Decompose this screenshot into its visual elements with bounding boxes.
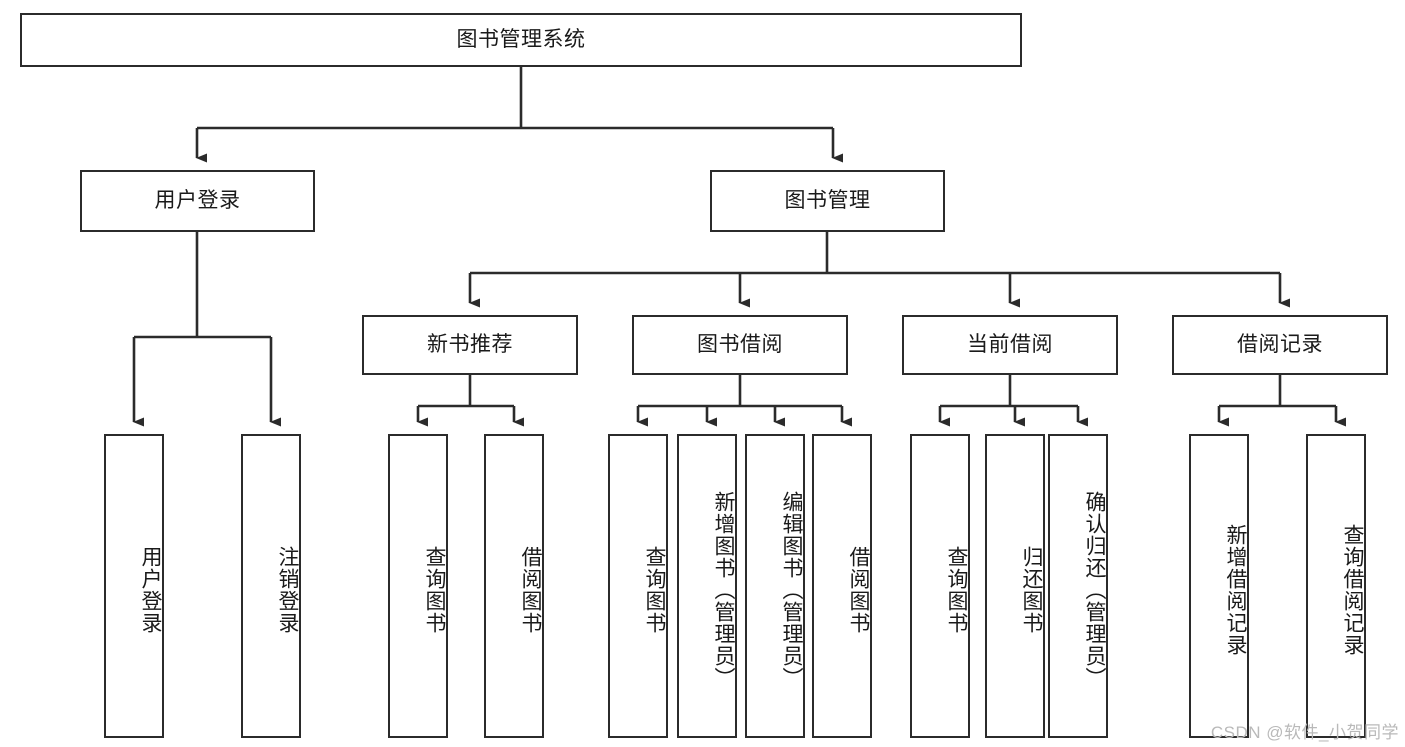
node-root-system[interactable]: 图书管理系统 bbox=[20, 13, 1022, 67]
node-book-borrow[interactable]: 图书借阅 bbox=[632, 315, 848, 375]
node-leaf-borrow-book-recommend[interactable]: 借阅图书 bbox=[484, 434, 544, 738]
node-label: 新增图书（管理员） bbox=[712, 491, 735, 689]
node-label: 新增借阅记录 bbox=[1224, 524, 1247, 656]
edge-record-to-leaves bbox=[1217, 375, 1346, 427]
node-leaf-query-book-borrow[interactable]: 查询图书 bbox=[608, 434, 668, 738]
node-leaf-add-book[interactable]: 新增图书（管理员） bbox=[677, 434, 737, 738]
node-leaf-query-book-recommend[interactable]: 查询图书 bbox=[388, 434, 448, 738]
node-current-borrow[interactable]: 当前借阅 bbox=[902, 315, 1118, 375]
edge-bookmanage-to-level3 bbox=[468, 232, 1290, 308]
node-leaf-user-login[interactable]: 用户登录 bbox=[104, 434, 164, 738]
edge-recommend-to-leaves bbox=[416, 375, 524, 427]
node-leaf-edit-book[interactable]: 编辑图书（管理员） bbox=[745, 434, 805, 738]
node-leaf-confirm-return[interactable]: 确认归还（管理员） bbox=[1048, 434, 1108, 738]
node-leaf-user-logout[interactable]: 注销登录 bbox=[241, 434, 301, 738]
node-user-login[interactable]: 用户登录 bbox=[80, 170, 315, 232]
node-label: 用户登录 bbox=[139, 546, 162, 634]
edge-root-to-level2 bbox=[195, 67, 843, 163]
node-label: 注销登录 bbox=[276, 546, 299, 634]
node-leaf-query-book-current[interactable]: 查询图书 bbox=[910, 434, 970, 738]
node-label: 借阅图书 bbox=[519, 546, 542, 634]
node-label: 查询图书 bbox=[423, 546, 446, 634]
node-leaf-return-book[interactable]: 归还图书 bbox=[985, 434, 1045, 738]
node-label: 确认归还（管理员） bbox=[1083, 491, 1106, 689]
node-label: 查询图书 bbox=[945, 546, 968, 634]
node-new-book-recommend[interactable]: 新书推荐 bbox=[362, 315, 578, 375]
edge-borrow-to-leaves bbox=[636, 375, 852, 427]
node-book-management[interactable]: 图书管理 bbox=[710, 170, 945, 232]
node-label: 归还图书 bbox=[1020, 546, 1043, 634]
node-borrow-record[interactable]: 借阅记录 bbox=[1172, 315, 1388, 375]
node-leaf-add-borrow-record[interactable]: 新增借阅记录 bbox=[1189, 434, 1249, 738]
node-label: 编辑图书（管理员） bbox=[780, 491, 803, 689]
node-leaf-borrow-book[interactable]: 借阅图书 bbox=[812, 434, 872, 738]
node-leaf-query-borrow-record[interactable]: 查询借阅记录 bbox=[1306, 434, 1366, 738]
edge-userlogin-to-leaves bbox=[132, 232, 281, 427]
node-label: 查询图书 bbox=[643, 546, 666, 634]
edge-current-to-leaves bbox=[938, 375, 1088, 427]
node-label: 借阅图书 bbox=[847, 546, 870, 634]
node-label: 查询借阅记录 bbox=[1341, 524, 1364, 656]
